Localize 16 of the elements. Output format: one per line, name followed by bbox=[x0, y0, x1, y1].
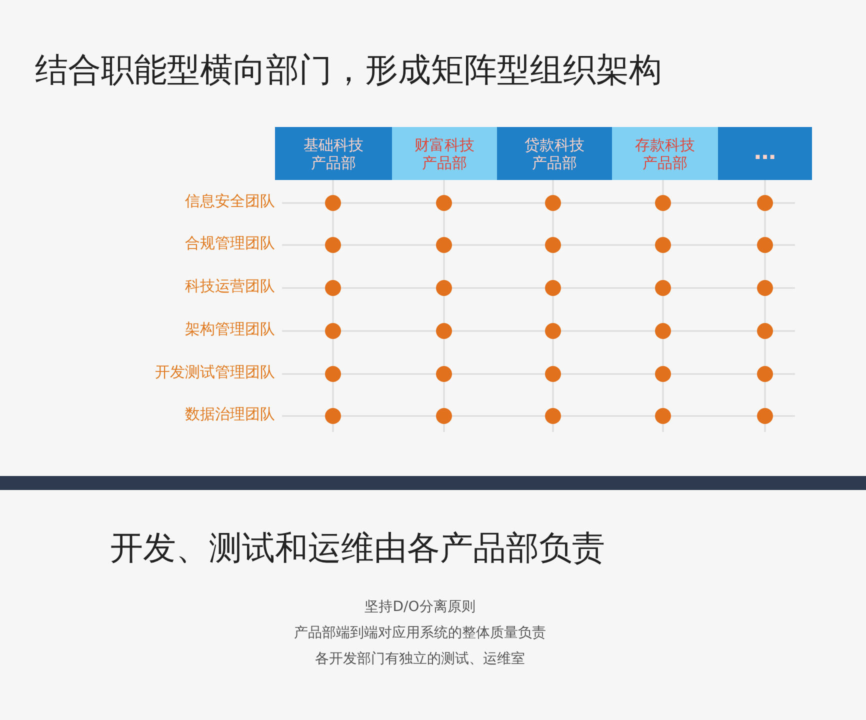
column-header: 存款科技产品部 bbox=[612, 127, 718, 180]
column-header: 贷款科技产品部 bbox=[497, 127, 612, 180]
row-label: 开发测试管理团队 bbox=[154, 363, 275, 382]
column-header: … bbox=[718, 127, 812, 180]
column-header: 财富科技产品部 bbox=[392, 127, 497, 180]
note-text: 产品部端到端对应用系统的整体质量负责 bbox=[293, 624, 547, 642]
row-label: 科技运营团队 bbox=[184, 277, 275, 296]
row-label: 数据治理团队 bbox=[184, 405, 275, 424]
slide-title: 结合职能型横向部门，形成矩阵型组织架构 bbox=[35, 49, 662, 91]
row-label: 合规管理团队 bbox=[184, 234, 275, 253]
note-text: 坚持D/O分离原则 bbox=[364, 598, 476, 616]
note-text: 各开发部门有独立的测试、运维室 bbox=[314, 650, 526, 668]
row-label: 信息安全团队 bbox=[184, 192, 275, 211]
section-heading: 开发、测试和运维由各产品部负责 bbox=[110, 527, 605, 569]
column-header: 基础科技产品部 bbox=[275, 127, 392, 180]
row-label: 架构管理团队 bbox=[184, 320, 275, 339]
